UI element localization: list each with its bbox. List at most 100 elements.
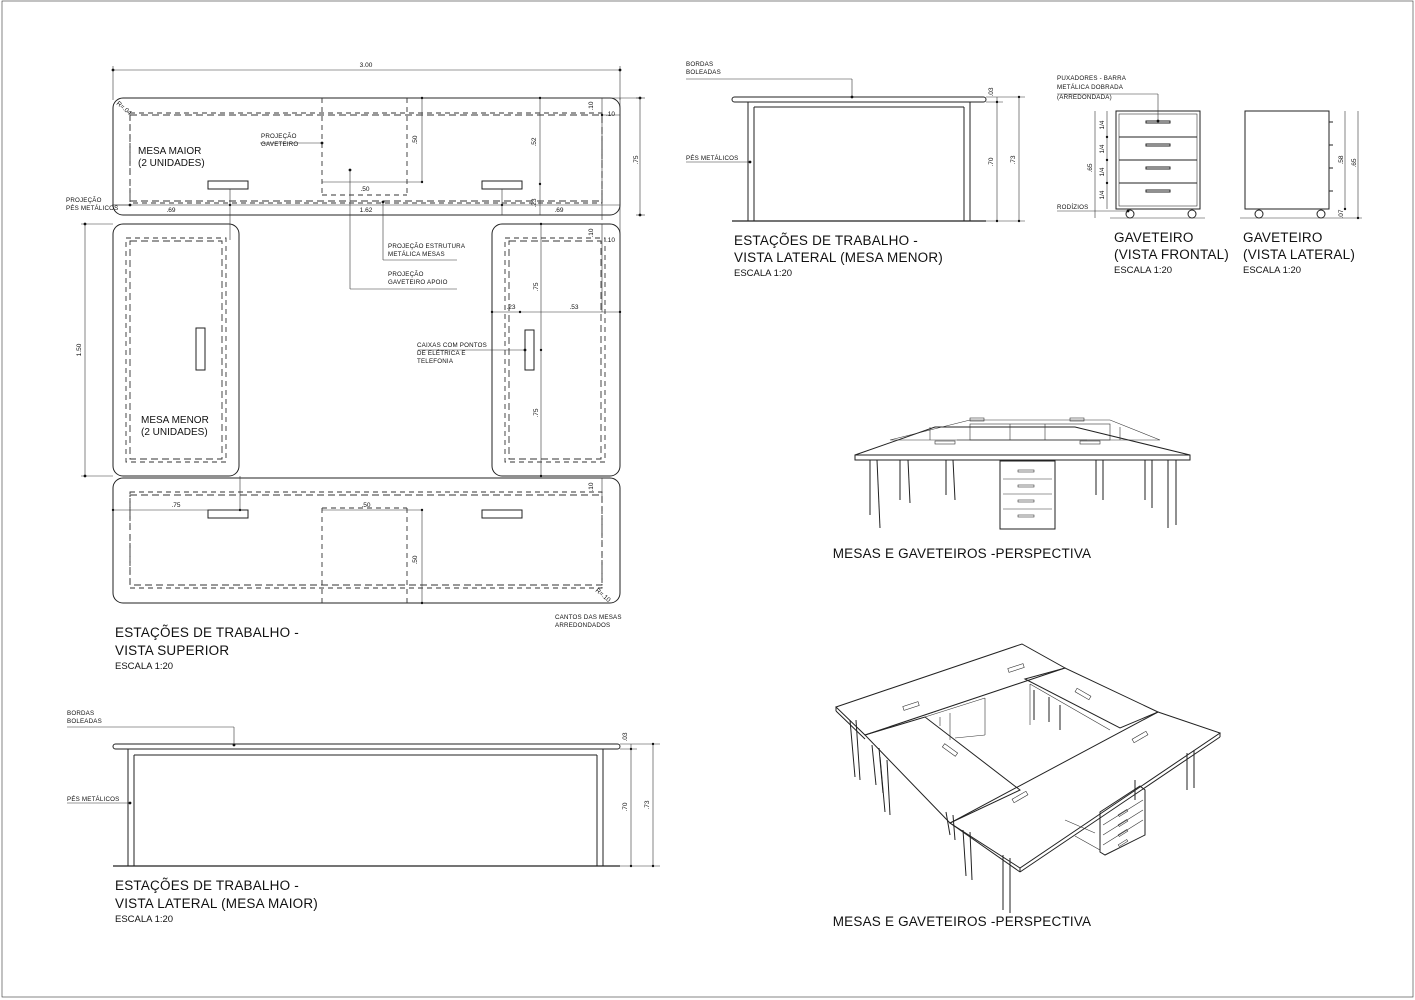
svg-text:METÁLICA DOBRADA: METÁLICA DOBRADA bbox=[1057, 84, 1124, 91]
side-big-title: ESTAÇÕES DE TRABALHO - bbox=[115, 878, 299, 893]
cable-box bbox=[207, 180, 249, 190]
svg-text:VISTA SUPERIOR: VISTA SUPERIOR bbox=[115, 643, 229, 658]
svg-text:PÉS METÁLICOS: PÉS METÁLICOS bbox=[67, 796, 119, 803]
svg-text:BOLEADAS: BOLEADAS bbox=[686, 69, 721, 76]
svg-text:.03: .03 bbox=[622, 732, 629, 741]
svg-text:.75: .75 bbox=[171, 502, 180, 509]
svg-text:R=.10: R=.10 bbox=[594, 587, 612, 604]
svg-text:R=.04: R=.04 bbox=[115, 100, 133, 117]
top-view-title: ESTAÇÕES DE TRABALHO - bbox=[115, 625, 299, 640]
persp2-drawer bbox=[1099, 785, 1146, 856]
persp1-drawer bbox=[999, 460, 1056, 530]
persp2-top-front-right bbox=[949, 711, 1222, 869]
svg-text:PUXADORES - BARRA: PUXADORES - BARRA bbox=[1057, 75, 1127, 82]
svg-text:1/4: 1/4 bbox=[1099, 190, 1106, 199]
drawer-front-title: GAVETEIRO bbox=[1114, 230, 1194, 245]
svg-text:ESCALA 1:20: ESCALA 1:20 bbox=[115, 914, 173, 925]
svg-text:PÉS METÁLICOS: PÉS METÁLICOS bbox=[686, 155, 738, 162]
svg-text:.58: .58 bbox=[1338, 155, 1345, 164]
cable-box bbox=[481, 180, 523, 190]
svg-text:BOLEADAS: BOLEADAS bbox=[67, 718, 102, 725]
svg-text:.50: .50 bbox=[361, 502, 370, 509]
svg-text:PROJEÇÃO: PROJEÇÃO bbox=[261, 133, 297, 140]
svg-text:.10: .10 bbox=[588, 228, 595, 237]
svg-text:ESCALA 1:20: ESCALA 1:20 bbox=[734, 268, 792, 279]
svg-text:.75: .75 bbox=[633, 155, 640, 164]
svg-text:1.50: 1.50 bbox=[76, 343, 83, 356]
svg-text:1.62: 1.62 bbox=[360, 207, 373, 214]
perspective-1: MESAS E GAVETEIROS -PERSPECTIVA bbox=[833, 417, 1191, 561]
gaveteiro-vista-frontal: 1/4 1/4 1/4 1/4 .65 PUXADORES - BARRA ME… bbox=[1057, 75, 1229, 276]
svg-text:(ARREDONDADA): (ARREDONDADA) bbox=[1057, 94, 1112, 101]
svg-text:.70: .70 bbox=[988, 157, 995, 166]
svg-text:1/4: 1/4 bbox=[1099, 144, 1106, 153]
svg-text:.23: .23 bbox=[506, 304, 515, 311]
svg-text:PROJEÇÃO ESTRUTURA: PROJEÇÃO ESTRUTURA bbox=[388, 243, 466, 250]
mesa-maior-top-frame bbox=[129, 114, 603, 202]
svg-text:.03: .03 bbox=[988, 87, 995, 96]
svg-text:CAIXAS COM PONTOS: CAIXAS COM PONTOS bbox=[417, 342, 487, 349]
svg-text:.73: .73 bbox=[1010, 155, 1017, 164]
svg-text:GAVETEIRO: GAVETEIRO bbox=[261, 141, 298, 148]
svg-text:ESCALA 1:20: ESCALA 1:20 bbox=[1243, 265, 1301, 276]
svg-text:PROJEÇÃO: PROJEÇÃO bbox=[388, 271, 424, 278]
label-mesa-maior: MESA MAIOR bbox=[138, 146, 201, 157]
persp1-title: MESAS E GAVETEIROS -PERSPECTIVA bbox=[833, 546, 1092, 561]
svg-text:.23: .23 bbox=[531, 198, 538, 207]
svg-text:BORDAS: BORDAS bbox=[686, 61, 713, 68]
side-view-mesa-maior: .03 .70 .73 BORDAS BOLEADAS PÉS METÁLICO… bbox=[67, 710, 660, 925]
svg-text:1/4: 1/4 bbox=[1099, 167, 1106, 176]
persp2-top-back-left bbox=[835, 643, 1067, 736]
svg-text:.69: .69 bbox=[554, 207, 563, 214]
svg-text:1/4: 1/4 bbox=[1099, 120, 1106, 129]
svg-text:.50: .50 bbox=[360, 186, 369, 193]
svg-text:.10: .10 bbox=[588, 482, 595, 491]
svg-text:.10: .10 bbox=[606, 111, 615, 118]
svg-text:.07: .07 bbox=[1338, 209, 1345, 218]
svg-text:(VISTA FRONTAL): (VISTA FRONTAL) bbox=[1114, 247, 1229, 262]
svg-text:METÁLICA MESAS: METÁLICA MESAS bbox=[388, 251, 445, 258]
svg-text:.10: .10 bbox=[606, 237, 615, 244]
perspective-2: MESAS E GAVETEIROS -PERSPECTIVA bbox=[833, 643, 1222, 929]
svg-text:ARREDONDADOS: ARREDONDADOS bbox=[555, 622, 610, 629]
svg-text:.50: .50 bbox=[412, 135, 419, 144]
svg-text:(VISTA LATERAL): (VISTA LATERAL) bbox=[1243, 247, 1355, 262]
svg-text:.50: .50 bbox=[412, 555, 419, 564]
dim-width-text: 3.00 bbox=[360, 62, 373, 69]
top-view: 3.00 .75 .10 bbox=[66, 62, 645, 672]
svg-text:.10: .10 bbox=[588, 101, 595, 110]
svg-text:.70: .70 bbox=[622, 802, 629, 811]
mesa-menor-left bbox=[112, 223, 240, 477]
persp2-top-front-left bbox=[864, 716, 1021, 824]
svg-text:GAVETEIRO APOIO: GAVETEIRO APOIO bbox=[388, 279, 448, 286]
svg-text:RODÍZIOS: RODÍZIOS bbox=[1057, 204, 1089, 211]
top-view-scale: ESCALA 1:20 bbox=[115, 661, 173, 672]
persp2-title: MESAS E GAVETEIROS -PERSPECTIVA bbox=[833, 914, 1092, 929]
side-small-title: ESTAÇÕES DE TRABALHO - bbox=[734, 233, 918, 248]
svg-text:CANTOS DAS MESAS: CANTOS DAS MESAS bbox=[555, 614, 622, 621]
svg-text:PROJEÇÃO: PROJEÇÃO bbox=[66, 197, 102, 204]
cable-box bbox=[207, 509, 249, 519]
svg-text:VISTA LATERAL (MESA MENOR): VISTA LATERAL (MESA MENOR) bbox=[734, 250, 943, 265]
drawer-side-title: GAVETEIRO bbox=[1243, 230, 1323, 245]
svg-text:.75: .75 bbox=[533, 408, 540, 417]
mesa-maior-bottom bbox=[112, 477, 621, 604]
cable-box bbox=[195, 327, 206, 371]
svg-text:ESCALA 1:20: ESCALA 1:20 bbox=[1114, 265, 1172, 276]
svg-text:.75: .75 bbox=[533, 282, 540, 291]
persp1-top-front bbox=[854, 426, 1191, 456]
label-mesa-menor: MESA MENOR bbox=[141, 415, 209, 426]
svg-text:VISTA LATERAL (MESA MAIOR): VISTA LATERAL (MESA MAIOR) bbox=[115, 896, 318, 911]
svg-text:.52: .52 bbox=[531, 137, 538, 146]
persp2-top-right bbox=[1023, 667, 1160, 729]
svg-text:DE ELÉTRICA E: DE ELÉTRICA E bbox=[417, 350, 466, 357]
svg-text:(2 UNIDADES): (2 UNIDADES) bbox=[138, 158, 205, 169]
svg-text:.53: .53 bbox=[569, 304, 578, 311]
svg-text:PÉS METÁLICOS: PÉS METÁLICOS bbox=[66, 205, 118, 212]
gaveteiro-vista-lateral: .58 .65 .07 GAVETEIRO (VISTA LATERAL) ES… bbox=[1240, 110, 1362, 276]
cable-box bbox=[481, 509, 523, 519]
svg-text:(2 UNIDADES): (2 UNIDADES) bbox=[141, 427, 208, 438]
